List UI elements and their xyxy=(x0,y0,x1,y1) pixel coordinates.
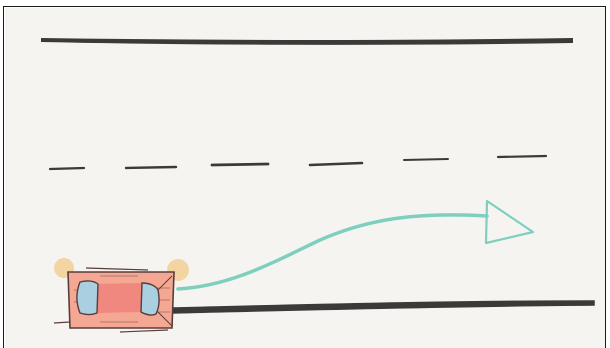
curved-arrow-icon xyxy=(176,199,535,291)
car-body-inner xyxy=(96,283,142,313)
front-window xyxy=(140,282,160,316)
lane-divider-dashed xyxy=(48,154,548,171)
lane-dash xyxy=(48,166,86,171)
trajectory-path xyxy=(176,213,489,291)
lane-dash xyxy=(210,162,270,167)
bottom-road-edge xyxy=(171,300,595,314)
trajectory-arrowhead xyxy=(484,199,535,245)
lane-dash xyxy=(308,161,364,167)
lane-dash xyxy=(496,154,548,159)
top-road-edge xyxy=(41,37,573,45)
sketch-frame xyxy=(3,6,606,348)
lane-dash xyxy=(403,158,449,161)
rear-window xyxy=(76,280,99,316)
car-top-view-icon xyxy=(53,267,175,333)
lane-dash xyxy=(124,165,178,170)
